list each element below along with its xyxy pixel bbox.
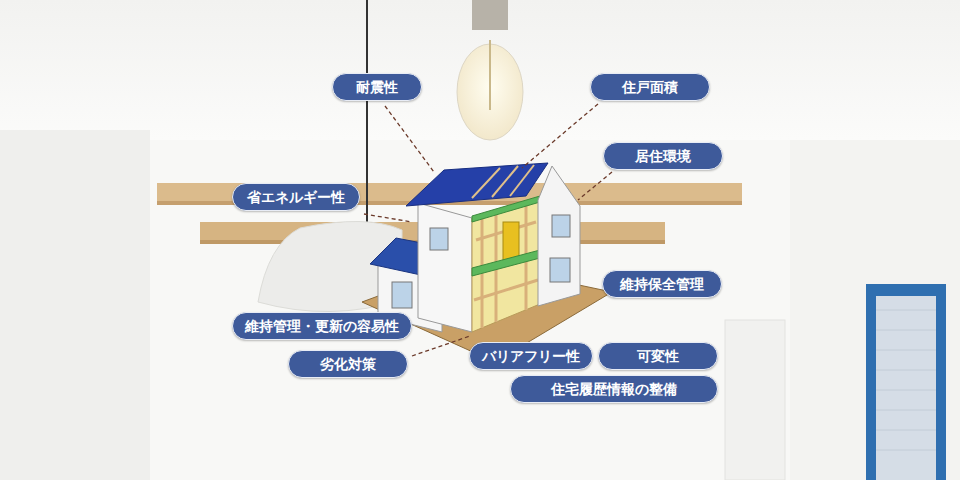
bulb-filament	[489, 40, 491, 110]
feature-label: 劣化対策	[320, 357, 376, 371]
window-pane	[876, 296, 936, 480]
feature-label: 維持保全管理	[620, 277, 704, 291]
annex-window	[392, 282, 412, 308]
feature-label: 居住環境	[635, 149, 691, 163]
feature-label: 住戸面積	[622, 80, 678, 94]
feature-pill: 維持保全管理	[602, 270, 722, 298]
feature-pill: 耐震性	[332, 73, 422, 101]
feature-label: 維持管理・更新の容易性	[245, 319, 399, 333]
window-frame	[866, 284, 946, 480]
right-wall	[790, 140, 960, 480]
left-wall	[0, 130, 150, 480]
feature-pill: 居住環境	[603, 142, 723, 170]
roof-rafters	[472, 165, 534, 198]
window-blind	[876, 310, 936, 450]
house-roof	[406, 163, 548, 206]
gable-window	[552, 215, 570, 237]
feature-pill: 劣化対策	[288, 350, 408, 378]
feature-pill: 住戸面積	[590, 73, 710, 101]
feature-label: バリアフリー性	[482, 349, 580, 363]
feature-label: 耐震性	[356, 80, 398, 94]
gable-window	[550, 258, 570, 282]
feature-pill: 維持管理・更新の容易性	[232, 312, 412, 340]
floor-beam	[472, 250, 540, 276]
lamp-cord	[366, 0, 368, 226]
feature-label: 可変性	[637, 349, 679, 363]
ceiling	[0, 0, 960, 140]
feature-pill: 可変性	[598, 342, 718, 370]
feature-label: 住宅履歴情報の整備	[551, 382, 677, 396]
bulb-socket	[472, 0, 508, 30]
house-window	[430, 228, 448, 250]
feature-pill: 住宅履歴情報の整備	[510, 375, 718, 403]
feature-pill: 省エネルギー性	[232, 183, 360, 211]
house-wall	[418, 203, 472, 332]
feature-label: 省エネルギー性	[247, 190, 345, 204]
gable-wall	[538, 166, 580, 306]
feature-pill: バリアフリー性	[469, 342, 593, 370]
curtain	[725, 320, 785, 480]
